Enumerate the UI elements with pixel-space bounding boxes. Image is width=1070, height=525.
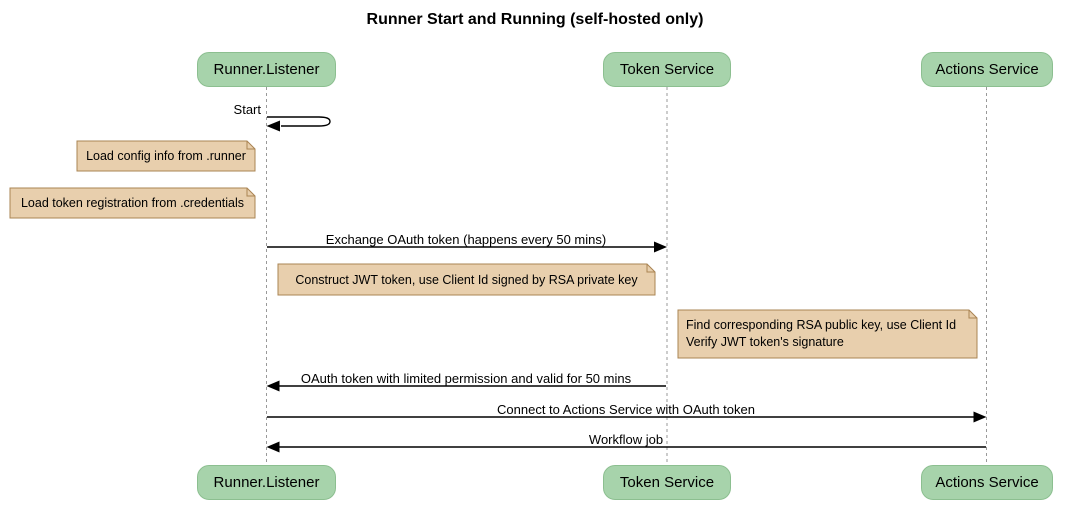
message-label-exchange: Exchange OAuth token (happens every 50 m… xyxy=(325,232,607,247)
self-loop-arrow xyxy=(267,116,331,127)
note-text-find-key-line2: Verify JWT token's signature xyxy=(686,335,844,349)
note-fold-load-token-icon xyxy=(246,188,255,197)
self-loop-arrowhead-icon xyxy=(266,120,280,132)
note-text-load-config: Load config info from .runner xyxy=(86,149,246,163)
arrowhead-connect-icon xyxy=(973,411,987,423)
note-fold-load-config-icon xyxy=(246,141,255,150)
arrowhead-oauth-return-icon xyxy=(266,380,280,392)
message-label-start: Start xyxy=(233,102,261,117)
arrowhead-workflow-icon xyxy=(266,441,280,453)
note-text-find-key: Find corresponding RSA public key, use C… xyxy=(678,310,977,358)
note-fold-construct-jwt-icon xyxy=(646,264,655,273)
participant-actions-service-bottom: Actions Service xyxy=(921,465,1053,500)
message-label-connect: Connect to Actions Service with OAuth to… xyxy=(497,402,755,417)
note-text-find-key-line1: Find corresponding RSA public key, use C… xyxy=(686,318,957,332)
participant-runner-listener-top: Runner.Listener xyxy=(197,52,336,87)
participant-token-service-bottom: Token Service xyxy=(603,465,731,500)
participant-actions-service-top: Actions Service xyxy=(921,52,1053,87)
note-shape-load-token xyxy=(9,187,256,219)
note-text-load-token: Load token registration from .credential… xyxy=(20,196,245,210)
message-label-workflow: Workflow job xyxy=(588,432,664,447)
arrowhead-exchange-icon xyxy=(654,241,667,253)
note-text-construct-jwt: Construct JWT token, use Client Id signe… xyxy=(295,272,638,287)
note-shape-find-key xyxy=(677,309,978,359)
note-fold-find-key-icon xyxy=(968,310,977,319)
diagram-title: Runner Start and Running (self-hosted on… xyxy=(366,11,704,28)
note-shape-load-config xyxy=(76,140,256,172)
participant-runner-listener-bottom: Runner.Listener xyxy=(197,465,336,500)
participant-token-service-top: Token Service xyxy=(603,52,731,87)
note-shape-construct-jwt xyxy=(277,263,656,296)
message-label-oauth-return: OAuth token with limited permission and … xyxy=(300,371,632,386)
